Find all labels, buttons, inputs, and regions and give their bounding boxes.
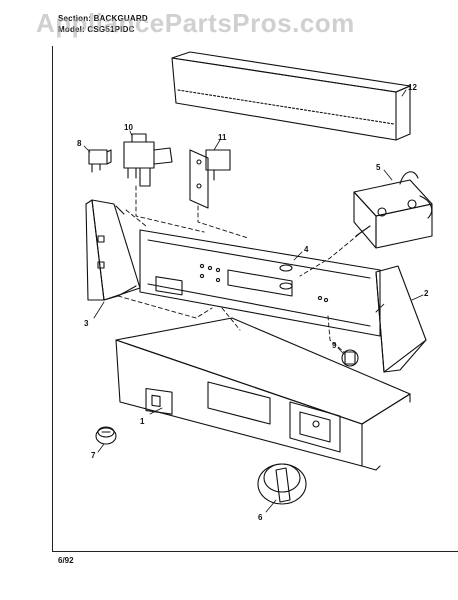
callout-3: 3: [84, 319, 89, 328]
page-border-left: [52, 46, 53, 552]
callout-9: 9: [332, 341, 337, 350]
callout-2: 2: [424, 289, 429, 298]
callout-labels: 1 2 3 4 5 6 7 8 9 10 11 12: [77, 83, 429, 522]
part-1-front-housing: [115, 317, 411, 471]
part-6-control-knob: [257, 463, 307, 505]
callout-1: 1: [140, 417, 145, 426]
callout-8: 8: [77, 139, 82, 148]
part-9-indicator: [341, 349, 359, 367]
callout-7: 7: [91, 451, 96, 460]
assembly-lines: [117, 185, 385, 353]
part-10-switch: [123, 133, 173, 187]
part-11-bracket: [189, 149, 231, 209]
part-5-timer: [353, 171, 433, 249]
model-label: Model: CSG51PIDC: [58, 25, 135, 34]
part-4-control-panel: [139, 229, 381, 337]
watermark: AppliancePartsPros.com: [36, 8, 355, 38]
callout-4: 4: [304, 245, 309, 254]
section-label: Section: BACKGUARD: [58, 14, 148, 23]
callout-5: 5: [376, 163, 381, 172]
part-8-component: [88, 149, 112, 173]
revision-date: 6/92: [58, 556, 74, 565]
page-border-bottom: [52, 551, 458, 552]
leader-lines: [83, 89, 424, 513]
part-2-right-end-cap: [375, 265, 427, 373]
part-7-knob: [95, 426, 117, 445]
callout-12: 12: [408, 83, 417, 92]
callout-10: 10: [124, 123, 133, 132]
callout-6: 6: [258, 513, 263, 522]
callout-11: 11: [218, 133, 227, 142]
part-12-trim-panel: [171, 51, 411, 141]
